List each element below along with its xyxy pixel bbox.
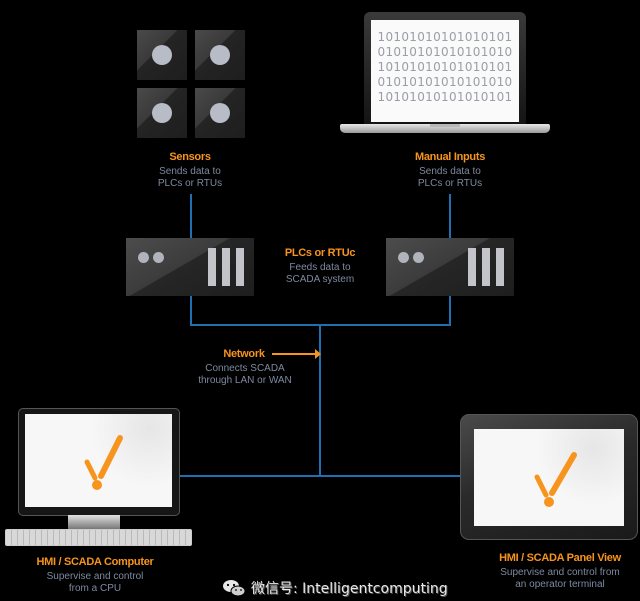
- connector-plc-left-down: [190, 296, 192, 325]
- connector-inputs-plc: [449, 194, 451, 238]
- plcs-description: Feeds data to SCADA system: [265, 262, 375, 286]
- binary-line: 10101010101010101: [377, 60, 513, 74]
- led-icon: [398, 252, 409, 263]
- slot-bar: [208, 248, 216, 286]
- binary-text: 10101010101010101 01010101010101010 1010…: [371, 20, 519, 105]
- sensors-desc-line-1: Sends data to: [159, 166, 221, 177]
- led-icon: [153, 252, 164, 263]
- sensor-dot: [152, 103, 172, 123]
- sensor-dot: [210, 103, 230, 123]
- hmi-computer-desc-line-2: from a CPU: [68, 583, 122, 594]
- desktop-computer-icon: [0, 408, 195, 548]
- sensors-title: Sensors: [169, 151, 211, 163]
- sensor-tile: [195, 30, 245, 80]
- server-unit-icon: [126, 238, 254, 296]
- arrow-right-icon: [272, 349, 321, 359]
- slot-bar: [496, 248, 504, 286]
- slot-bar: [222, 248, 230, 286]
- sensors-desc-line-2: PLCs or RTUs: [157, 178, 223, 189]
- hmi-panel-title: HMI / SCADA Panel View: [499, 552, 621, 564]
- watermark-text: 微信号: Intelligentcomputing: [251, 581, 448, 597]
- laptop-icon: 10101010101010101 01010101010101010 1010…: [340, 12, 550, 137]
- led-icon: [138, 252, 149, 263]
- monitor-stand: [68, 515, 120, 529]
- sensor-tile: [137, 88, 187, 138]
- hmi-panel-desc-line-1: Supervise and control from: [500, 567, 620, 578]
- laptop-base: [340, 124, 550, 133]
- keyboard: [5, 529, 192, 546]
- monitor-screen: [25, 414, 172, 507]
- sensor-grid-icon: [137, 30, 247, 140]
- binary-line: 10101010101010101: [377, 90, 513, 104]
- binary-line: 10101010101010101: [377, 30, 513, 44]
- alert-icon: [84, 435, 123, 490]
- hmi-computer-description: Supervise and control from a CPU: [5, 571, 185, 595]
- connector-sensors-plc: [190, 194, 192, 238]
- plcs-desc-line-2: SCADA system: [285, 274, 355, 285]
- slot-bar: [482, 248, 490, 286]
- manual-inputs-title: Manual Inputs: [414, 151, 486, 163]
- server-unit-icon: [386, 238, 514, 296]
- network-bottom-bus: [180, 475, 462, 477]
- hmi-panel-desc-line-2: an operator terminal: [515, 579, 605, 590]
- sensor-dot: [210, 45, 230, 65]
- network-desc-line-1: Connects SCADA: [205, 363, 285, 374]
- network-description: Connects SCADA through LAN or WAN: [190, 363, 300, 387]
- led-icon: [413, 252, 424, 263]
- watermark: 微信号: Intelligentcomputing: [222, 578, 448, 598]
- slot-bar: [236, 248, 244, 286]
- network-trunk: [319, 324, 321, 476]
- arrow-head: [315, 349, 321, 359]
- sensor-tile: [195, 88, 245, 138]
- plcs-title: PLCs or RTUc: [284, 247, 356, 259]
- laptop-screen: 10101010101010101 01010101010101010 1010…: [371, 20, 519, 122]
- manual-inputs-desc-line-2: PLCs or RTUs: [417, 178, 483, 189]
- binary-line: 01010101010101010: [377, 45, 513, 59]
- sensor-tile: [137, 30, 187, 80]
- slot-bar: [468, 248, 476, 286]
- hmi-computer-desc-line-1: Supervise and control: [46, 571, 144, 582]
- alert-icon: [534, 452, 577, 507]
- wechat-icon: [223, 580, 246, 597]
- sensors-description: Sends data to PLCs or RTUs: [140, 166, 240, 190]
- network-title: Network: [223, 348, 265, 360]
- sensor-dot: [152, 45, 172, 65]
- hmi-panel-description: Supervise and control from an operator t…: [480, 567, 640, 591]
- binary-line: 01010101010101010: [377, 75, 513, 89]
- connector-plc-right-down: [449, 296, 451, 325]
- hmi-computer-title: HMI / SCADA Computer: [36, 556, 154, 568]
- network-desc-line-2: through LAN or WAN: [198, 375, 292, 386]
- manual-inputs-desc-line-1: Sends data to: [419, 166, 481, 177]
- laptop-notch: [430, 124, 460, 127]
- tablet-screen: [474, 429, 624, 526]
- manual-inputs-description: Sends data to PLCs or RTUs: [395, 166, 505, 190]
- plcs-desc-line-1: Feeds data to: [289, 262, 351, 273]
- tablet-icon: [460, 414, 640, 540]
